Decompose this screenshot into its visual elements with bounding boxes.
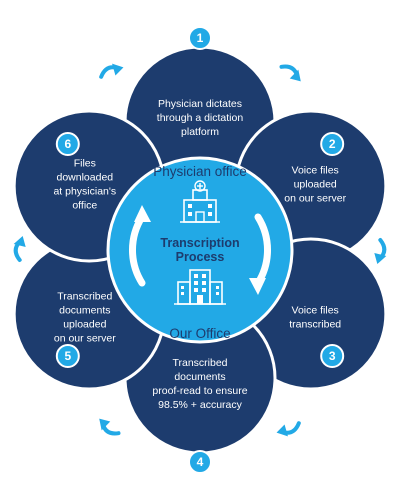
step-4-label-line: proof-read to ensure (152, 385, 247, 397)
center-top-label: Physician office (153, 164, 247, 179)
step-3-badge-number: 3 (329, 349, 336, 363)
step-4-label: Transcribed documents proof-read to ensure… (152, 357, 247, 411)
step-2-label-line: Voice files (292, 165, 339, 177)
step-1-label-line: through a dictation (157, 112, 244, 124)
center-circle-group: Physician office Transcription Process (106, 156, 294, 344)
step-5-label: Transcribed documents uploaded on our serve… (54, 291, 116, 345)
connector-arrow-head (276, 424, 288, 437)
connector-arrow-icon (99, 418, 121, 436)
step-badges-layer: 1 2 3 4 5 6 (55, 26, 345, 474)
step-4-badge: 4 (188, 450, 212, 474)
step-4-badge-number: 4 (197, 455, 204, 469)
connector-arrow-icon (374, 238, 387, 264)
inner-left-arrow-icon (129, 205, 151, 287)
connector-arrow-head (99, 418, 111, 431)
step-3-label: Voice files transcribed (289, 305, 341, 331)
step-6-badge-number: 6 (64, 137, 71, 151)
step-6-label-line: downloaded (56, 172, 113, 184)
step-5-badge-circle (55, 344, 80, 368)
step-6-label: Files downloaded at physician's office (53, 158, 116, 212)
center-title-line1: Transcription (160, 236, 239, 250)
step-5-label-line: documents (59, 305, 110, 317)
step-2-badge-circle (320, 132, 345, 156)
office-building-icon (174, 269, 226, 305)
step-5-label-line: on our server (54, 333, 116, 345)
step-3-badge-circle (320, 344, 345, 368)
step-2-badge-number: 2 (329, 137, 336, 151)
step-1-label-line: Physician dictates (158, 98, 242, 110)
step-1-badge-circle (188, 26, 212, 50)
connector-arrow-icon (99, 63, 124, 79)
step-2-label: Voice files uploaded on our server (284, 165, 346, 205)
step-1-badge-number: 1 (197, 31, 204, 45)
step-6-label-line: Files (74, 158, 96, 170)
step-3-badge: 3 (320, 344, 345, 368)
connector-arrow-head (289, 69, 301, 82)
step-labels-layer: Physician dictates through a dictation pla… (53, 98, 346, 411)
step-3-label-line: transcribed (289, 319, 341, 331)
connector-arrow-head (374, 253, 387, 264)
step-5-badge: 5 (55, 344, 80, 368)
step-4-badge-circle (188, 450, 212, 474)
step-5-label-line: Transcribed (57, 291, 112, 303)
step-2-label-line: on our server (284, 193, 346, 205)
connector-arrows-layer (13, 63, 387, 437)
center-circle (106, 156, 294, 344)
center-title-line2: Process (176, 250, 225, 264)
inner-right-arrow-icon (249, 213, 271, 295)
center-bottom-label: Our Office (169, 326, 230, 341)
step-5-badge-number: 5 (64, 349, 71, 363)
step-4-label-line: 98.5% + accuracy (158, 399, 243, 411)
step-6-badge-circle (55, 132, 80, 156)
connector-arrow-head (13, 236, 26, 247)
step-1-label-line: platform (181, 126, 219, 138)
step-4-label-line: Transcribed (172, 357, 227, 369)
step-6-badge: 6 (55, 132, 80, 156)
step-1-label: Physician dictates through a dictation pla… (157, 98, 244, 138)
step-4-label-line: documents (174, 371, 225, 383)
step-6-label-line: office (72, 200, 97, 212)
step-2-label-line: uploaded (294, 179, 337, 191)
step-6-label-line: at physician's (53, 186, 116, 198)
step-1-badge: 1 (188, 26, 212, 50)
connector-arrow-icon (276, 421, 301, 437)
connector-arrow-head (112, 63, 124, 76)
step-2-badge: 2 (320, 132, 345, 156)
hospital-building-icon (180, 180, 220, 223)
connector-arrow-icon (279, 64, 301, 82)
connector-arrow-icon (13, 236, 26, 262)
step-5-label-line: uploaded (63, 319, 106, 331)
step-3-label-line: Voice files (292, 305, 339, 317)
